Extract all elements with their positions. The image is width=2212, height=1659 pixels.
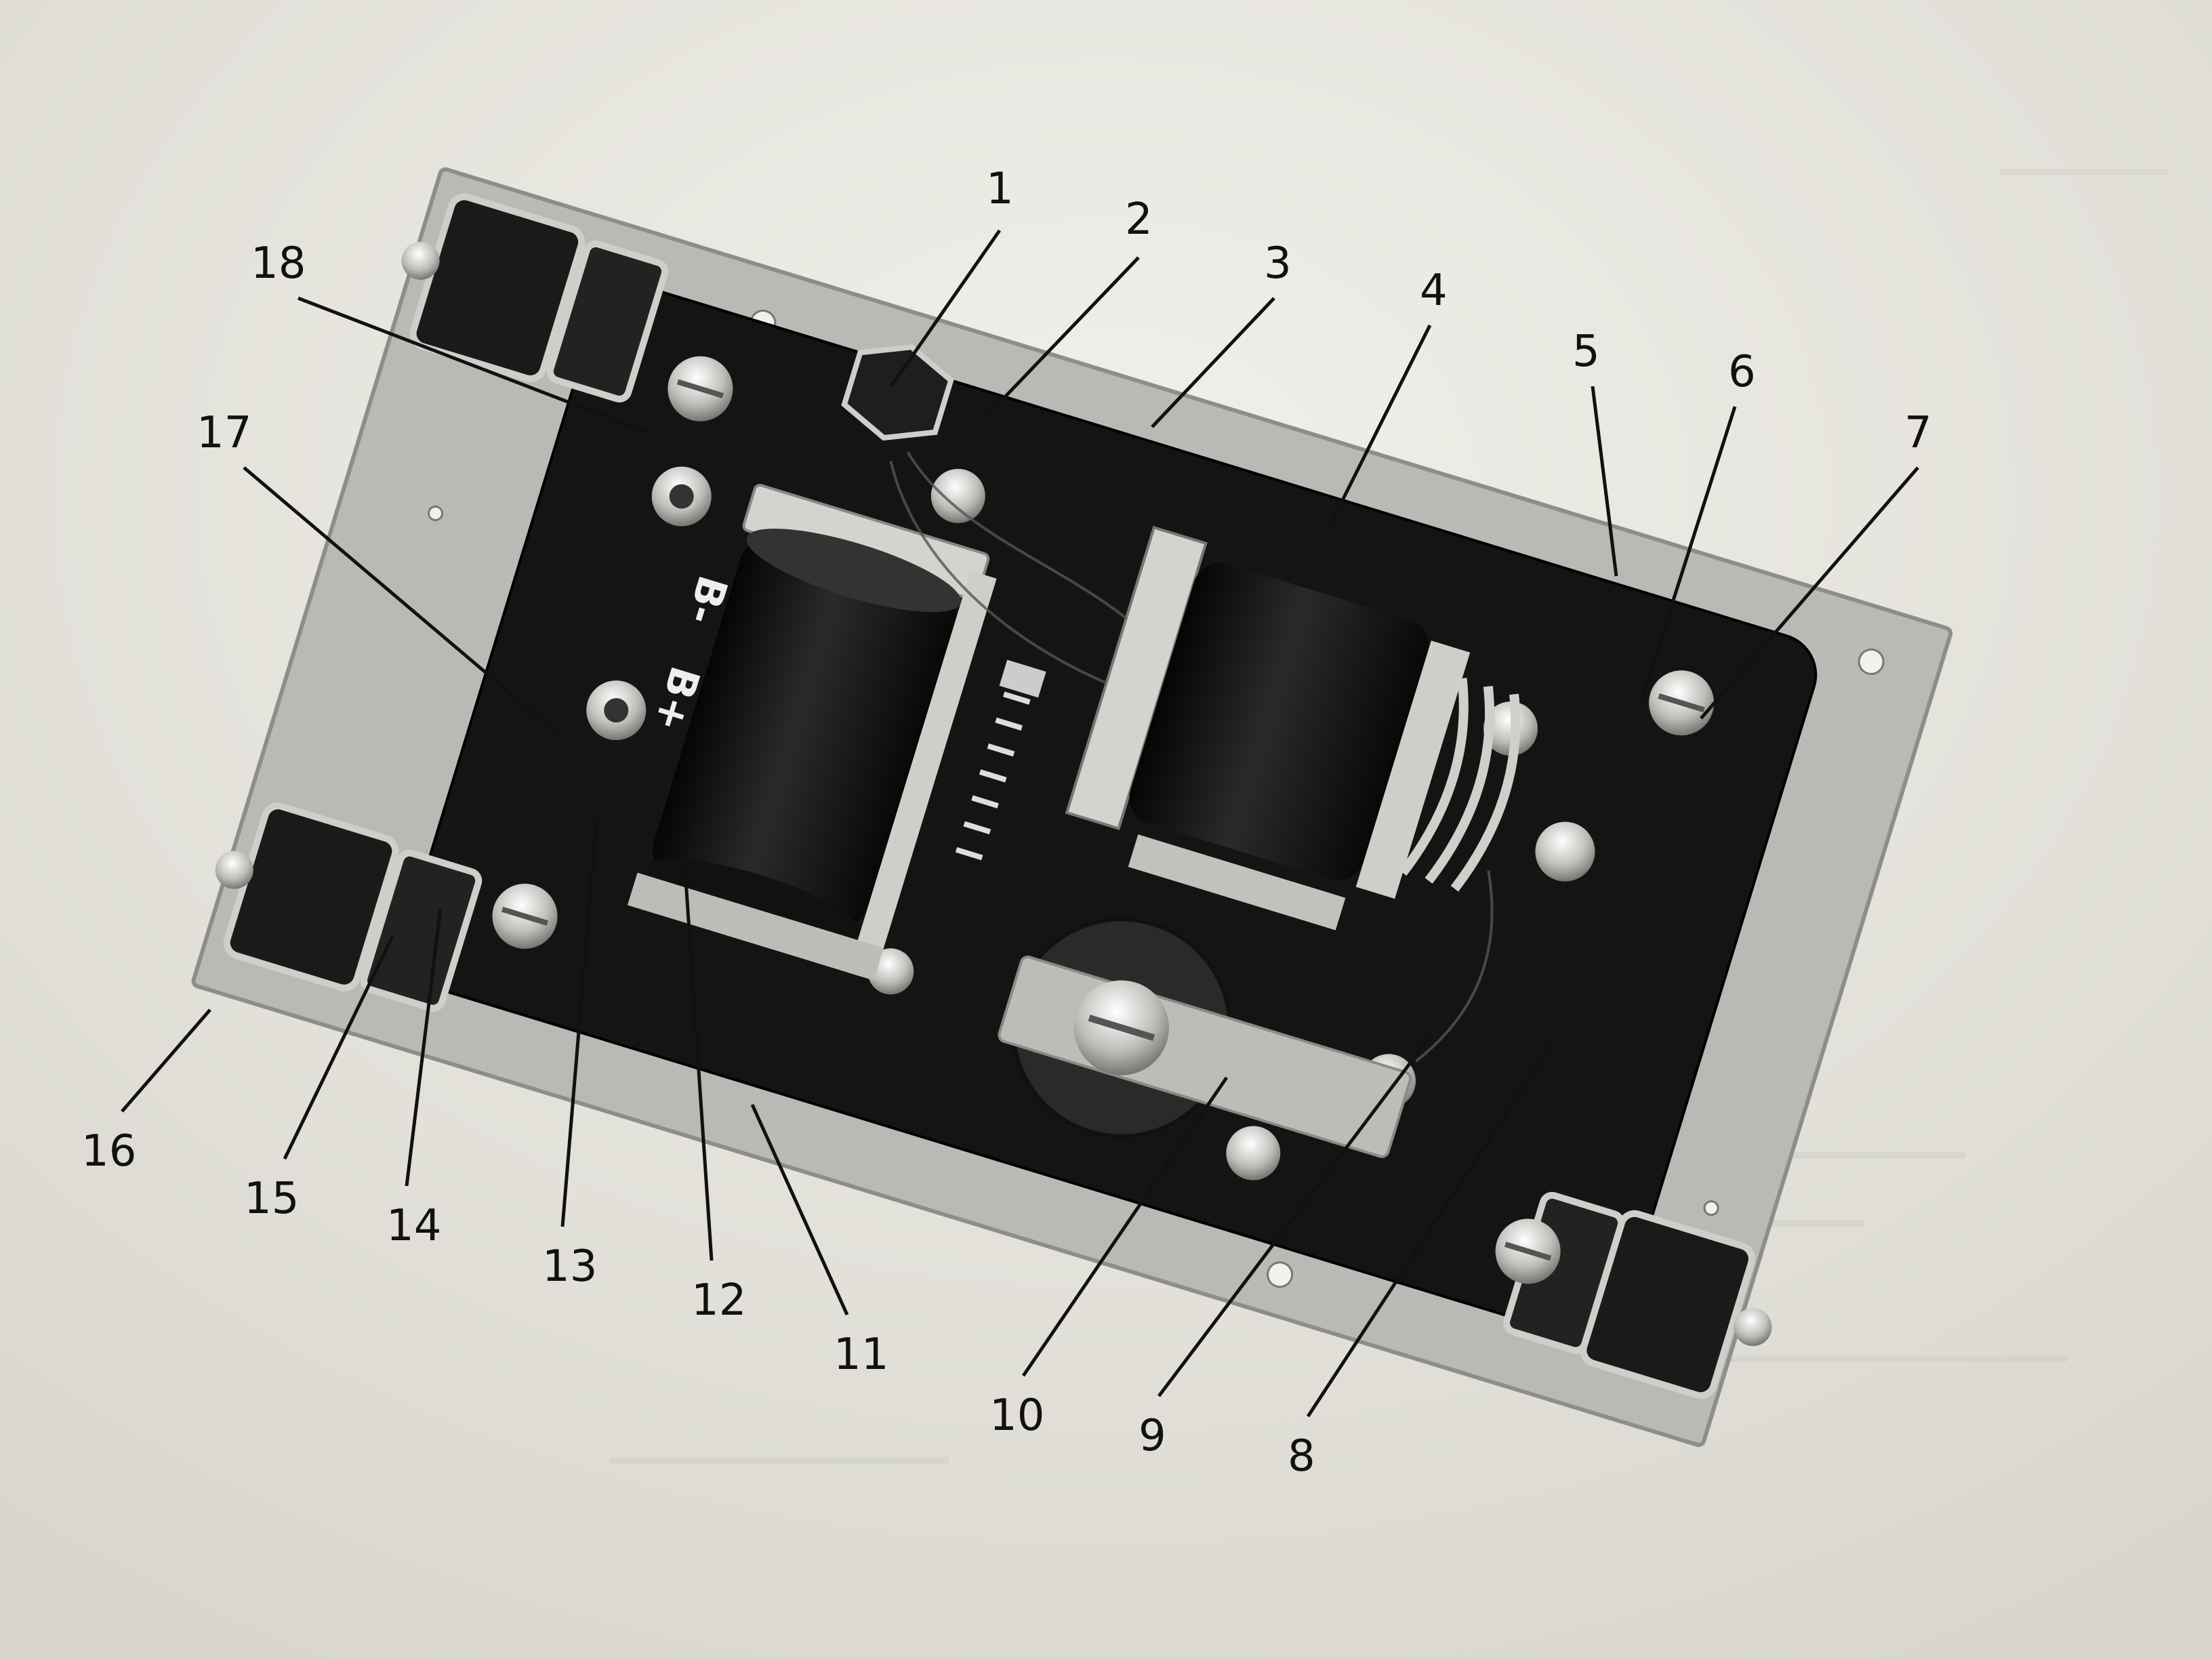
callout-15: 15 xyxy=(244,1174,299,1224)
callout-16: 16 xyxy=(81,1126,136,1176)
leader-10 xyxy=(1021,1076,1229,1377)
callout-17: 17 xyxy=(197,408,251,458)
callout-numbers: 1 2 3 4 5 6 7 8 9 10 11 12 13 14 15 16 1… xyxy=(81,164,1932,1481)
rotary-cam xyxy=(998,917,1412,1158)
hex-cap xyxy=(841,344,954,441)
leader-3 xyxy=(1151,297,1275,428)
leader-5 xyxy=(1591,386,1618,577)
callout-11: 11 xyxy=(834,1330,888,1380)
leader-14 xyxy=(405,907,443,1187)
leader-17 xyxy=(243,466,557,733)
callout-8: 8 xyxy=(1288,1431,1315,1481)
leader-7 xyxy=(1700,466,1919,720)
wiring xyxy=(889,451,1494,1063)
callout-14: 14 xyxy=(386,1201,441,1251)
leader-1 xyxy=(889,229,1002,388)
leader-15 xyxy=(283,934,395,1160)
callout-4: 4 xyxy=(1420,266,1448,316)
leader-12 xyxy=(682,860,714,1261)
callout-9: 9 xyxy=(1139,1411,1166,1461)
callout-10: 10 xyxy=(989,1391,1044,1441)
callout-1: 1 xyxy=(986,164,1014,214)
panel-screws xyxy=(492,356,1715,1284)
callout-2: 2 xyxy=(1125,194,1153,245)
callout-leaders xyxy=(121,229,1919,1418)
callout-7: 7 xyxy=(1904,408,1932,458)
shock-mount-bottom-left xyxy=(215,802,483,1012)
leader-13 xyxy=(560,819,598,1227)
leader-6 xyxy=(1638,406,1737,705)
leader-2 xyxy=(981,256,1140,422)
relay-photo: B- B+ xyxy=(191,167,1953,1448)
left-relay xyxy=(627,483,1046,981)
leader-8 xyxy=(1306,1042,1554,1418)
callout-5: 5 xyxy=(1572,327,1600,377)
leader-4 xyxy=(1326,324,1432,530)
callout-13: 13 xyxy=(542,1242,597,1292)
callout-3: 3 xyxy=(1264,239,1292,289)
right-relay xyxy=(1065,525,1521,930)
leader-18 xyxy=(298,296,651,436)
leader-11 xyxy=(750,1103,849,1316)
leader-9 xyxy=(1158,1036,1431,1397)
callout-18: 18 xyxy=(251,239,306,289)
callout-12: 12 xyxy=(691,1275,746,1326)
callout-6: 6 xyxy=(1728,347,1756,397)
shock-mount-top-left xyxy=(401,193,669,403)
leader-16 xyxy=(121,1008,211,1113)
